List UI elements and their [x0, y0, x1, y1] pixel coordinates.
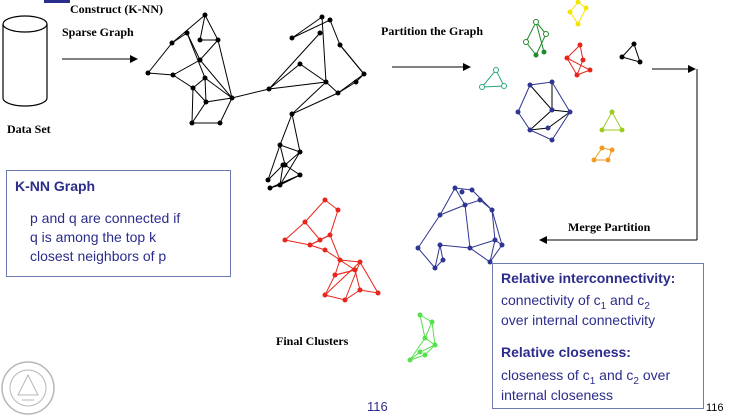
- relative-closeness-title: Relative closeness:: [501, 344, 631, 360]
- final-cluster-blue-nodes: [415, 185, 505, 271]
- partition-navy: [515, 79, 573, 143]
- closeness-line-1: closeness of c1 and c2 over: [501, 366, 670, 391]
- final-clusters-label: Final Clusters: [276, 334, 349, 348]
- partition-yellow: [567, 0, 589, 27]
- sparse-graph-label: Sparse Graph: [62, 25, 134, 39]
- closeness-and-c-text: and c: [595, 367, 634, 383]
- final-cluster-green-nodes: [407, 312, 438, 363]
- knn-line-1: p and q are connected if: [30, 210, 181, 226]
- final-cluster-blue: [417, 187, 503, 270]
- page-number-right: 116: [706, 402, 724, 414]
- partition-red: [564, 42, 593, 78]
- subscript-2: 2: [644, 300, 650, 312]
- and-c-text: and c: [606, 292, 645, 308]
- final-cluster-green: [409, 314, 436, 361]
- final-cluster-red-nodes: [282, 197, 381, 303]
- closeness-over-text: over: [638, 367, 671, 383]
- partition-green-dark: [523, 19, 549, 58]
- interconnectivity-text-a: connectivity of c: [501, 292, 601, 308]
- knn-graph-box: K-NN Graph p and q are connected if q is…: [6, 170, 231, 277]
- merge-partition-label: Merge Partition: [568, 220, 651, 234]
- partition-teal: [479, 67, 507, 90]
- relative-measures-box: Relative interconnectivity: connectivity…: [492, 263, 704, 409]
- knn-graph-description: p and q are connected if q is among the …: [30, 209, 180, 266]
- page-number-center: 116: [367, 399, 388, 414]
- data-set-label: Data Set: [7, 122, 51, 136]
- sparse-graph-nodes: [145, 12, 367, 191]
- title-bar-fragment: [44, 0, 70, 3]
- interconnectivity-line-2: over internal connectivity: [501, 312, 656, 328]
- final-cluster-red: [284, 199, 379, 301]
- subscript-1: 1: [600, 300, 607, 312]
- knn-line-2: q is among the top k: [30, 229, 157, 245]
- closeness-subscript-1: 1: [589, 375, 596, 387]
- university-seal-icon: [1, 361, 55, 415]
- knn-line-3: closest neighbors of p: [30, 248, 167, 264]
- partition-black: [619, 41, 643, 65]
- sparse-knn-graph: [147, 14, 365, 189]
- partition-graph-label: Partition the Graph: [381, 24, 483, 38]
- partition-orange: [591, 145, 615, 163]
- relative-interconnectivity-title: Relative interconnectivity:: [501, 270, 676, 286]
- construct-label: Construct (K-NN): [70, 2, 163, 16]
- knn-graph-title: K-NN Graph: [15, 178, 96, 194]
- partition-lime: [599, 109, 625, 133]
- closeness-subscript-2: 2: [633, 375, 639, 387]
- closeness-text-a: closeness of c: [501, 367, 590, 383]
- interconnectivity-line-1: connectivity of c1 and c2: [501, 291, 650, 316]
- closeness-line-2: internal closeness: [501, 387, 614, 403]
- database-cylinder-icon: [2, 15, 48, 107]
